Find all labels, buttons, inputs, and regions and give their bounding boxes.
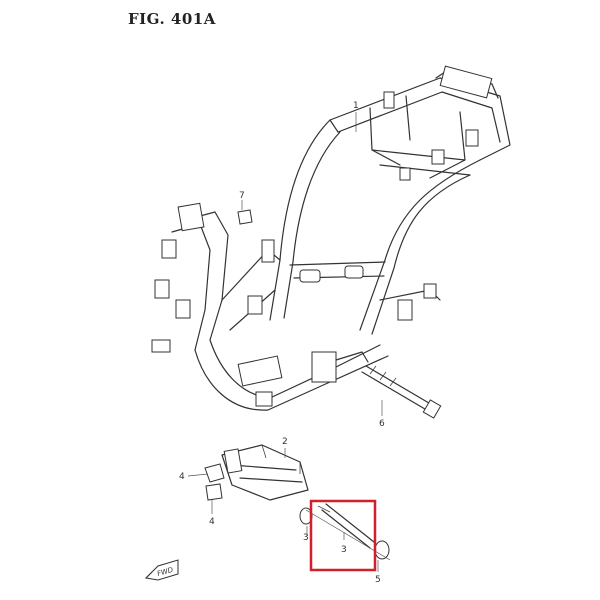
callout-labels: 1 2 3 3 4 4 5 6 7 [179, 101, 385, 585]
center-stand-assembly [221, 444, 309, 501]
callout-5: 5 [375, 575, 381, 585]
callout-4-lower: 4 [209, 517, 215, 527]
cap-part-7 [237, 209, 253, 225]
callout-2: 2 [282, 437, 288, 447]
callout-7: 7 [239, 191, 245, 201]
callout-3-highlighted: 3 [341, 545, 347, 555]
figure-title: FIG. 401A [128, 10, 216, 28]
fwd-direction-badge: FWD [144, 559, 179, 581]
highlight-box [309, 499, 377, 572]
leader-lines [187, 112, 391, 572]
callout-4-upper: 4 [179, 472, 185, 482]
callout-6: 6 [379, 419, 385, 429]
callout-1: 1 [353, 101, 359, 111]
scooter-frame [151, 65, 511, 411]
bolt-part-6 [361, 365, 442, 419]
callout-3-collar: 3 [303, 533, 309, 543]
bracket-part-4 [204, 463, 225, 501]
